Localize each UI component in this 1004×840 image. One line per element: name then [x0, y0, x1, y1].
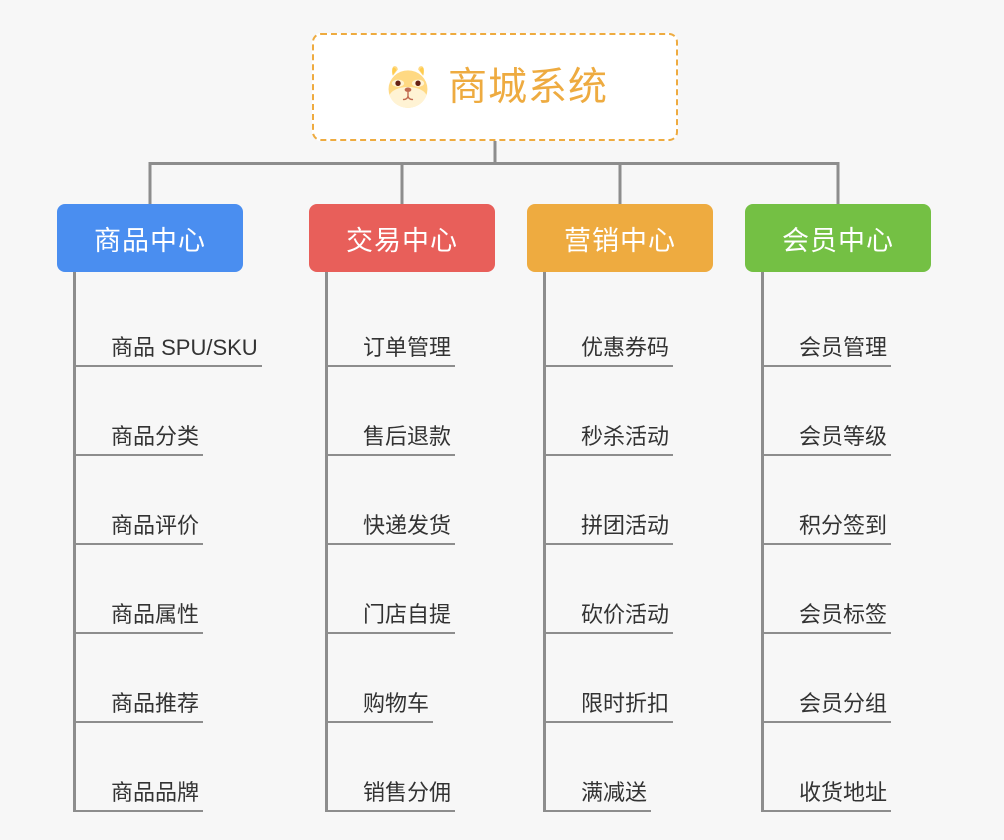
leaf-item[interactable]: 商品属性 [76, 545, 262, 634]
leaf-item[interactable]: 购物车 [328, 634, 495, 723]
leaf-underline [76, 365, 262, 367]
leaf-label: 秒杀活动 [581, 423, 670, 449]
leaf-item[interactable]: 砍价活动 [546, 545, 713, 634]
leaf-underline [328, 454, 455, 456]
leaf-underline [76, 721, 203, 723]
leaf-label: 购物车 [363, 690, 430, 716]
leaf-item[interactable]: 售后退款 [328, 367, 495, 456]
leaf-label: 商品评价 [111, 512, 200, 538]
leaf-item[interactable]: 销售分佣 [328, 723, 495, 812]
leaf-underline [546, 365, 673, 367]
leaf-underline [328, 365, 455, 367]
leaf-underline [764, 365, 891, 367]
branch-column: 会员中心会员管理会员等级积分签到会员标签会员分组收货地址 [745, 204, 931, 812]
leaf-underline [546, 543, 673, 545]
leaf-item[interactable]: 收货地址 [764, 723, 931, 812]
leaf-label: 砍价活动 [581, 601, 670, 627]
leaf-item[interactable]: 优惠券码 [546, 278, 713, 367]
root-title: 商城系统 [447, 65, 608, 109]
leaf-label: 门店自提 [363, 601, 452, 627]
leaf-underline [546, 632, 673, 634]
leaf-list: 订单管理售后退款快递发货门店自提购物车销售分佣 [325, 272, 495, 812]
leaf-item[interactable]: 积分签到 [764, 456, 931, 545]
leaf-underline [764, 810, 891, 812]
leaf-underline [328, 810, 455, 812]
leaf-item[interactable]: 商品品牌 [76, 723, 262, 812]
leaf-underline [76, 543, 203, 545]
branch-column: 商品中心商品 SPU/SKU 商品分类商品评价商品属性商品推荐商品品牌 [57, 204, 262, 812]
root-node[interactable]: 商城系统 [312, 33, 678, 141]
leaf-label: 售后退款 [363, 423, 452, 449]
branch-column: 营销中心优惠券码秒杀活动拼团活动砍价活动限时折扣满减送 [527, 204, 713, 812]
leaf-item[interactable]: 秒杀活动 [546, 367, 713, 456]
branch-header-1[interactable]: 交易中心 [309, 204, 495, 272]
leaf-label: 商品 SPU/SKU [111, 334, 258, 360]
leaf-underline [764, 543, 891, 545]
leaf-item[interactable]: 会员等级 [764, 367, 931, 456]
leaf-item[interactable]: 门店自提 [328, 545, 495, 634]
leaf-item[interactable]: 会员分组 [764, 634, 931, 723]
leaf-underline [546, 721, 673, 723]
leaf-underline [546, 810, 651, 812]
leaf-item[interactable]: 商品 SPU/SKU [76, 278, 262, 367]
leaf-item[interactable]: 拼团活动 [546, 456, 713, 545]
branch-column: 交易中心订单管理售后退款快递发货门店自提购物车销售分佣 [309, 204, 495, 812]
leaf-label: 限时折扣 [581, 690, 670, 716]
shiba-dog-face-icon [388, 66, 428, 108]
leaf-underline [76, 454, 203, 456]
leaf-label: 收货地址 [799, 779, 888, 805]
branch-header-0[interactable]: 商品中心 [57, 204, 243, 272]
branch-header-3[interactable]: 会员中心 [745, 204, 931, 272]
leaf-label: 订单管理 [363, 334, 452, 360]
leaf-underline [546, 454, 673, 456]
leaf-label: 会员标签 [799, 601, 888, 627]
leaf-list: 商品 SPU/SKU 商品分类商品评价商品属性商品推荐商品品牌 [73, 272, 262, 812]
leaf-item[interactable]: 会员标签 [764, 545, 931, 634]
leaf-item[interactable]: 满减送 [546, 723, 713, 812]
leaf-underline [764, 454, 891, 456]
leaf-item[interactable]: 商品推荐 [76, 634, 262, 723]
leaf-underline [76, 810, 203, 812]
leaf-label: 会员等级 [799, 423, 888, 449]
leaf-item[interactable]: 限时折扣 [546, 634, 713, 723]
leaf-list: 会员管理会员等级积分签到会员标签会员分组收货地址 [761, 272, 931, 812]
leaf-underline [76, 632, 203, 634]
leaf-label: 商品品牌 [111, 779, 200, 805]
leaf-label: 销售分佣 [363, 779, 452, 805]
leaf-underline [328, 543, 455, 545]
leaf-label: 拼团活动 [581, 512, 670, 538]
leaf-list: 优惠券码秒杀活动拼团活动砍价活动限时折扣满减送 [543, 272, 713, 812]
leaf-item[interactable]: 会员管理 [764, 278, 931, 367]
leaf-item[interactable]: 商品评价 [76, 456, 262, 545]
leaf-item[interactable]: 商品分类 [76, 367, 262, 456]
leaf-label: 积分签到 [799, 512, 888, 538]
leaf-underline [328, 632, 455, 634]
leaf-underline [764, 721, 891, 723]
leaf-label: 商品属性 [111, 601, 200, 627]
leaf-underline [328, 721, 433, 723]
leaf-label: 会员管理 [799, 334, 888, 360]
leaf-label: 会员分组 [799, 690, 888, 716]
leaf-label: 满减送 [581, 779, 648, 805]
leaf-label: 优惠券码 [581, 334, 670, 360]
leaf-label: 商品分类 [111, 423, 200, 449]
leaf-label: 商品推荐 [111, 690, 200, 716]
leaf-label: 快递发货 [363, 512, 452, 538]
leaf-item[interactable]: 订单管理 [328, 278, 495, 367]
branch-header-2[interactable]: 营销中心 [527, 204, 713, 272]
leaf-underline [764, 632, 891, 634]
leaf-item[interactable]: 快递发货 [328, 456, 495, 545]
